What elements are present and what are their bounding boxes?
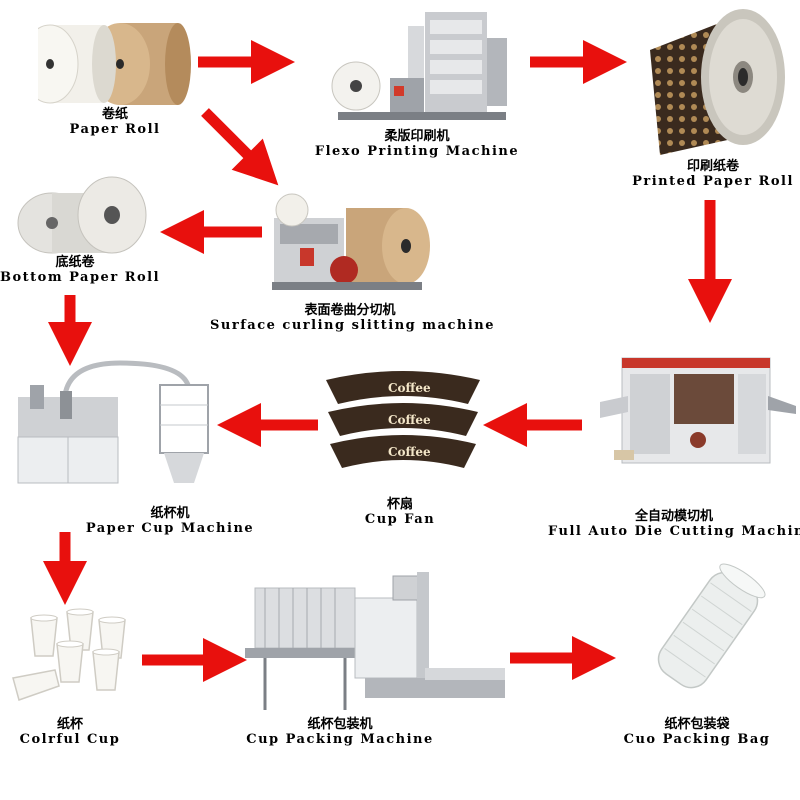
caption-flexo: 柔版印刷机 Flexo Printing Machine <box>312 129 522 160</box>
caption-packing-bag: 纸杯包装袋 Cuo Packing Bag <box>612 717 782 748</box>
cup-fan-icon: Coffee Coffee Coffee <box>326 371 480 468</box>
caption-slitting: 表面卷曲分切机 Surface curling slitting machine <box>210 303 495 334</box>
caption-cup-fan: 杯扇 Cup Fan <box>320 497 480 528</box>
label-en: Printed Paper Roll <box>632 173 794 189</box>
die-cutting-machine-icon <box>600 357 796 464</box>
label-zh: 印刷纸卷 <box>686 159 739 174</box>
fan-print-2: Coffee <box>388 413 431 427</box>
label-zh: 表面卷曲分切机 <box>304 303 396 318</box>
printing-machine-icon <box>331 12 507 120</box>
label-en: Full Auto Die Cutting Machine <box>548 523 800 539</box>
label-zh: 纸杯包装机 <box>307 717 373 732</box>
caption-colorful-cup: 纸杯 Colrful Cup <box>0 717 140 748</box>
caption-bottom-roll: 底纸卷 Bottom Paper Roll <box>0 255 161 286</box>
label-zh: 柔版印刷机 <box>384 129 450 144</box>
packing-bag-icon <box>657 563 766 689</box>
label-en: Colrful Cup <box>19 731 121 747</box>
fan-print-1: Coffee <box>388 381 431 395</box>
caption-die-cutting: 全自动模切机 Full Auto Die Cutting Machine <box>548 509 800 540</box>
slitting-machine-icon <box>272 193 430 290</box>
packing-machine-icon <box>245 572 505 710</box>
paper-roll-icon <box>38 23 191 105</box>
paper-cups-icon <box>12 608 126 701</box>
label-zh: 纸杯机 <box>150 506 190 521</box>
arrow-roll-to-slitting <box>201 108 279 186</box>
printed-roll-icon <box>650 9 785 155</box>
caption-packing-machine: 纸杯包装机 Cup Packing Machine <box>230 717 450 748</box>
label-zh: 底纸卷 <box>55 255 95 270</box>
label-en: Bottom Paper Roll <box>0 269 161 285</box>
caption-paper-roll: 卷纸 Paper Roll <box>40 107 190 138</box>
label-zh: 纸杯包装袋 <box>664 717 730 732</box>
label-en: Cup Packing Machine <box>246 731 434 747</box>
label-zh: 纸杯 <box>56 717 83 732</box>
label-en: Flexo Printing Machine <box>314 143 520 159</box>
label-zh: 卷纸 <box>101 107 128 122</box>
caption-printed-roll: 印刷纸卷 Printed Paper Roll <box>628 159 798 190</box>
label-en: Paper Roll <box>69 121 161 137</box>
label-zh: 杯扇 <box>386 497 413 512</box>
label-zh: 全自动模切机 <box>634 509 713 524</box>
cup-machine-icon <box>17 360 209 484</box>
label-en: Surface curling slitting machine <box>210 317 495 333</box>
label-en: Cuo Packing Bag <box>623 731 771 747</box>
fan-print-3: Coffee <box>388 445 431 459</box>
label-en: Paper Cup Machine <box>85 520 255 536</box>
bottom-roll-icon <box>17 176 147 254</box>
label-en: Cup Fan <box>364 511 436 527</box>
caption-cup-machine: 纸杯机 Paper Cup Machine <box>80 506 260 537</box>
